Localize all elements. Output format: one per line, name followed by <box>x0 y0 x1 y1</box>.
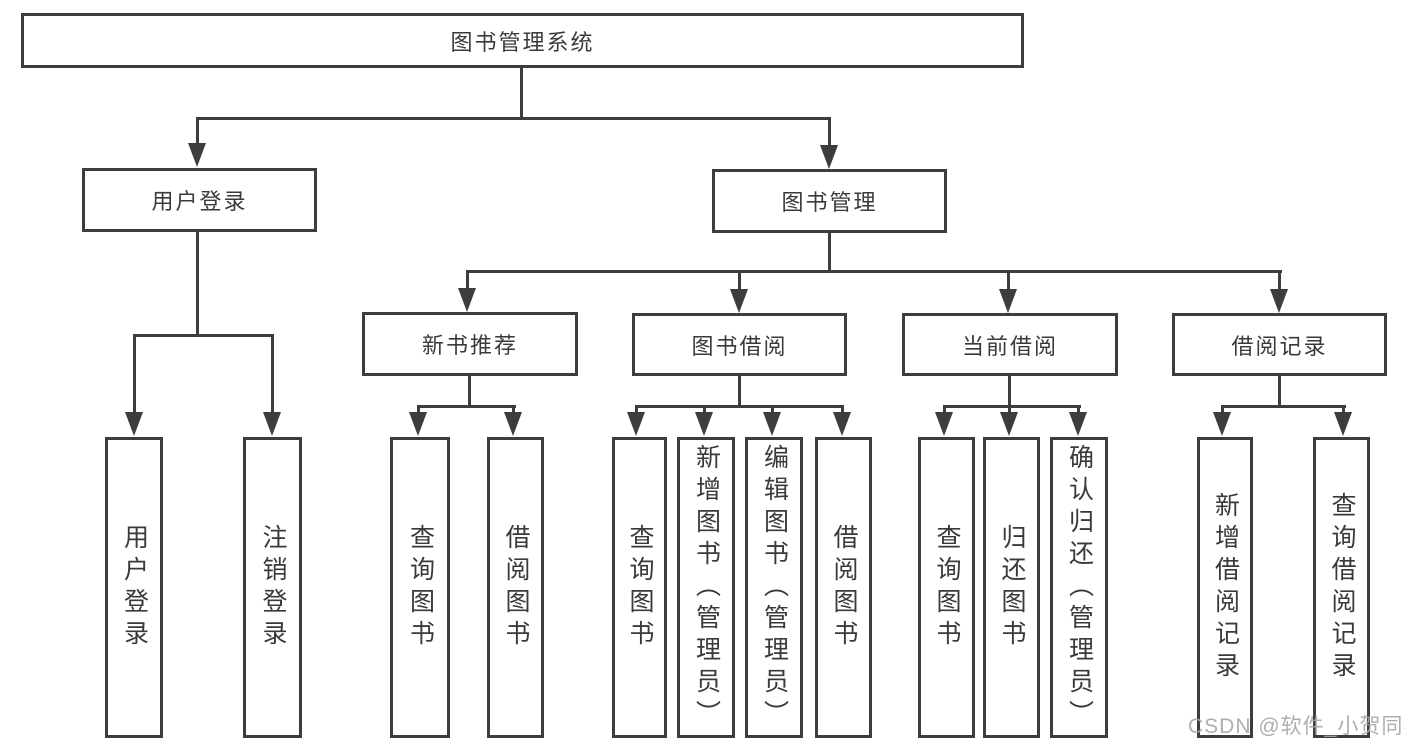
arrowhead-icon <box>627 412 645 436</box>
node-label: 借阅记录 <box>1231 333 1328 359</box>
connector <box>196 232 199 335</box>
connector <box>1221 405 1346 408</box>
connector <box>943 405 946 417</box>
arrowhead-icon <box>820 145 838 169</box>
connector <box>133 334 136 414</box>
connector <box>466 270 1282 273</box>
connector <box>1007 270 1010 290</box>
node-label: 图书管理系统 <box>450 29 595 55</box>
node-label: 当前借阅 <box>961 333 1058 359</box>
connector <box>468 376 471 407</box>
leaf-edit-book-admin: 编辑图书（管理员） <box>745 437 803 738</box>
leaf-query-borrow-record: 查询借阅记录 <box>1313 437 1370 738</box>
connector <box>271 334 274 414</box>
connector <box>466 270 469 290</box>
node-library-management-system: 图书管理系统 <box>21 13 1024 68</box>
arrowhead-icon <box>1069 412 1087 436</box>
node-user-login: 用户登录 <box>82 168 317 232</box>
arrowhead-icon <box>730 289 748 313</box>
connector <box>1008 376 1011 407</box>
leaf-label: 借阅图书 <box>830 523 858 652</box>
leaf-logout: 注销登录 <box>243 437 302 738</box>
arrowhead-icon <box>1000 412 1018 436</box>
leaf-add-borrow-record: 新增借阅记录 <box>1197 437 1253 738</box>
leaf-label: 查询图书 <box>933 523 961 652</box>
leaf-label: 查询借阅记录 <box>1328 491 1356 684</box>
arrowhead-icon <box>763 412 781 436</box>
connector <box>841 405 844 417</box>
connector <box>738 376 741 407</box>
connector <box>520 68 523 118</box>
arrowhead-icon <box>125 412 143 436</box>
node-label: 用户登录 <box>151 189 248 214</box>
leaf-label: 编辑图书（管理员） <box>760 443 789 732</box>
arrowhead-icon <box>1270 289 1288 313</box>
leaf-borrow-book-2: 借阅图书 <box>815 437 872 738</box>
arrowhead-icon <box>458 288 476 312</box>
connector <box>1342 405 1345 417</box>
connector <box>635 405 638 417</box>
leaf-label: 注销登录 <box>259 523 287 652</box>
connector <box>417 405 516 408</box>
connector <box>1278 270 1281 290</box>
arrowhead-icon <box>409 412 427 436</box>
leaf-label: 查询图书 <box>406 523 435 652</box>
connector <box>828 117 831 147</box>
leaf-query-book-2: 查询图书 <box>612 437 667 738</box>
arrowhead-icon <box>935 412 953 436</box>
arrowhead-icon <box>1213 412 1231 436</box>
connector <box>196 117 831 120</box>
leaf-label: 新增借阅记录 <box>1211 491 1240 684</box>
connector <box>703 405 706 417</box>
node-current-borrow: 当前借阅 <box>902 313 1118 376</box>
leaf-label: 新增图书（管理员） <box>692 443 721 732</box>
node-new-book-recommend: 新书推荐 <box>362 312 578 376</box>
connector <box>1221 405 1224 417</box>
leaf-add-book-admin: 新增图书（管理员） <box>677 437 735 738</box>
connector <box>943 405 1081 408</box>
connector <box>635 405 844 408</box>
leaf-label: 确认归还（管理员） <box>1065 443 1094 732</box>
arrowhead-icon <box>833 412 851 436</box>
arrowhead-icon <box>504 412 522 436</box>
leaf-label: 查询图书 <box>626 523 654 652</box>
node-label: 图书借阅 <box>691 333 788 359</box>
leaf-return-book: 归还图书 <box>983 437 1040 738</box>
connector <box>1008 405 1011 417</box>
leaf-confirm-return-admin: 确认归还（管理员） <box>1050 437 1108 738</box>
connector <box>1077 405 1080 417</box>
leaf-label: 用户登录 <box>120 523 149 652</box>
connector <box>1278 376 1281 407</box>
connector <box>828 233 831 271</box>
arrowhead-icon <box>188 143 206 167</box>
node-book-management: 图书管理 <box>712 169 947 233</box>
node-label: 新书推荐 <box>421 333 518 358</box>
node-book-borrow: 图书借阅 <box>632 313 847 376</box>
csdn-watermark: CSDN @软件_小贺同学 <box>1188 715 1405 738</box>
connector <box>738 270 741 290</box>
leaf-user-login: 用户登录 <box>105 437 163 738</box>
connector <box>133 334 274 337</box>
connector <box>417 405 420 417</box>
connector <box>512 405 515 417</box>
leaf-label: 借阅图书 <box>502 523 530 652</box>
arrowhead-icon <box>999 289 1017 313</box>
arrowhead-icon <box>695 412 713 436</box>
node-borrow-records: 借阅记录 <box>1172 313 1387 376</box>
connector <box>196 117 199 147</box>
arrowhead-icon <box>263 412 281 436</box>
connector <box>771 405 774 417</box>
leaf-label: 归还图书 <box>998 523 1026 652</box>
leaf-query-book-3: 查询图书 <box>918 437 975 738</box>
arrowhead-icon <box>1334 412 1352 436</box>
leaf-query-book-1: 查询图书 <box>390 437 450 738</box>
leaf-borrow-book-1: 借阅图书 <box>487 437 544 738</box>
node-label: 图书管理 <box>781 190 878 215</box>
